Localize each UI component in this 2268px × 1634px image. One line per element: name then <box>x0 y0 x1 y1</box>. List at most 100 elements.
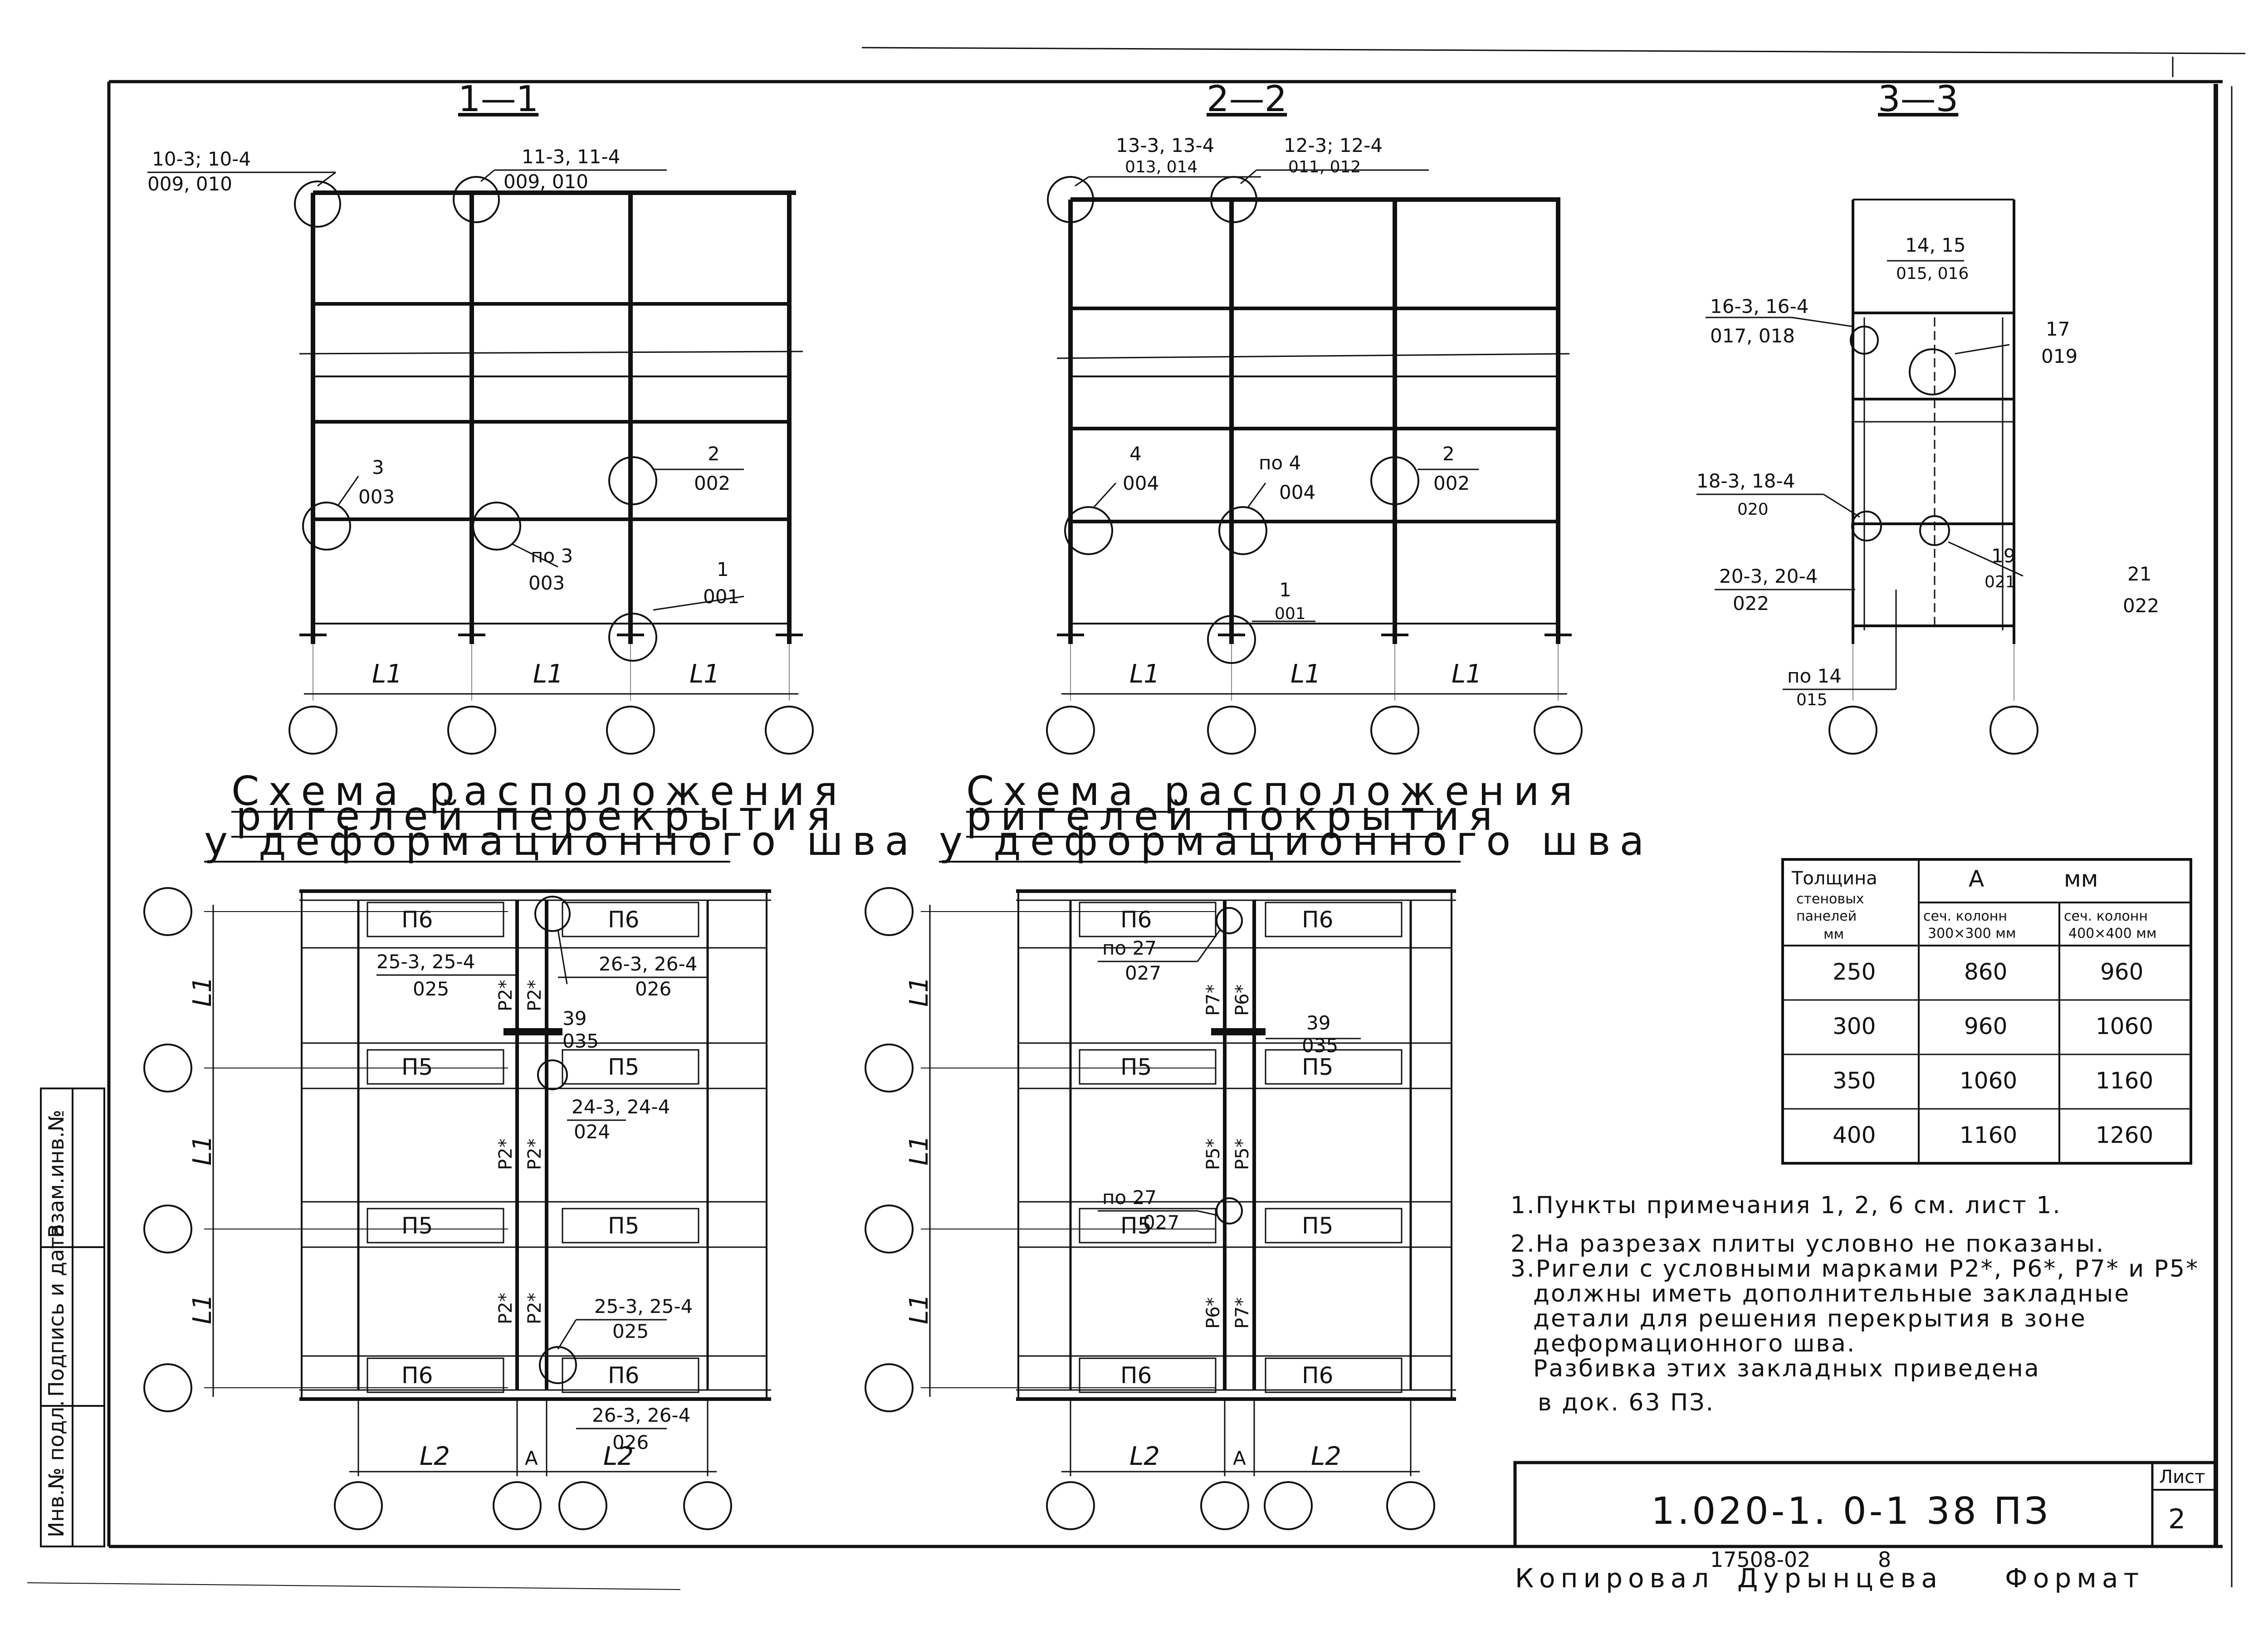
s22-callout-5-num: 2 <box>1442 443 1455 465</box>
s11-callout-3-num: 3 <box>372 456 384 478</box>
floor-mark-right-2: Р2* <box>524 1138 545 1170</box>
floor-plan-lines <box>143 811 771 1530</box>
s33-callout-6-den: 022 <box>1733 592 1769 615</box>
roof-span-h-a: А <box>1233 1447 1246 1469</box>
table-cell-r4-c1: 400 <box>1833 1122 1876 1148</box>
footer: 17508-02 8 Копировал Дурынцева Формат <box>1515 1547 2139 1594</box>
s11-callout-6-num: 1 <box>717 558 729 580</box>
floor-mark-right-3: Р2* <box>524 1293 545 1324</box>
floor-panel-p6-left-bottom: П6 <box>401 1362 433 1389</box>
table-grid <box>1781 858 2192 1165</box>
table-cell-r2-c3: 1060 <box>2096 1013 2153 1039</box>
note-8: в док. 63 ПЗ. <box>1538 1389 1715 1416</box>
s22-span-3: L1 <box>1452 659 1482 689</box>
floor-callout-2-num: 26-3, 26-4 <box>599 953 697 975</box>
s11-callout-4-num: по 3 <box>531 545 573 567</box>
floor-heading-1: Схема расположения <box>231 768 847 815</box>
s22-callout-1-den: 013, 014 <box>1125 158 1198 176</box>
floor-span-h-2: L2 <box>603 1442 634 1471</box>
s11-callout-5-den: 002 <box>694 472 730 494</box>
note-7: Разбивка этих закладных приведена <box>1533 1355 2040 1382</box>
s33-callout-6-num: 20-3, 20-4 <box>1719 565 1818 587</box>
s11-callout-2-num: 11-3, 11-4 <box>522 146 620 168</box>
roof-mark-left-2: Р5* <box>1203 1138 1224 1170</box>
floor-callout-6-num: 26-3, 26-4 <box>592 1404 690 1426</box>
section-1-1: 1—1 <box>147 79 814 755</box>
footer-order-sheet: 8 <box>1878 1547 1891 1572</box>
roof-mark-right-3: Р7* <box>1232 1297 1253 1329</box>
floor-heading-3: у деформационного шва <box>204 818 918 864</box>
floor-panel-p5-left-1: П5 <box>401 1054 433 1080</box>
left-stamp <box>40 1088 105 1547</box>
table-sub-col1-1: сеч. колонн <box>1923 908 2007 924</box>
s33-callout-8-num: по 14 <box>1787 665 1842 687</box>
roof-mark-right-1: Р6* <box>1232 984 1253 1016</box>
floor-callout-4-num: 24-3, 24-4 <box>572 1096 670 1118</box>
floor-callout-3-den: 035 <box>562 1030 599 1052</box>
s11-callout-6-den: 001 <box>703 585 739 608</box>
stamp-inv: Инв.№ подл. <box>44 1400 68 1537</box>
floor-callout-6-den: 026 <box>612 1431 649 1454</box>
table-head-unit: мм <box>2064 866 2098 892</box>
roof-heading-2: ригелей покрытия <box>966 793 1501 839</box>
s33-callout-3-den: 019 <box>2041 345 2077 367</box>
roof-plan-lines <box>865 811 1461 1530</box>
section-2-2-title: 2—2 <box>1207 79 1287 120</box>
s33-callout-7-den: 022 <box>2123 595 2159 617</box>
s33-callout-4-den: 020 <box>1737 500 1769 519</box>
s11-span-3: L1 <box>689 659 720 689</box>
s11-callout-4-den: 003 <box>528 572 565 594</box>
floor-callout-5-num: 25-3, 25-4 <box>594 1295 693 1317</box>
s11-span-1: L1 <box>372 659 402 689</box>
footer-copied-name: Дурынцева <box>1737 1563 1943 1594</box>
roof-span-h-2: L2 <box>1311 1442 1341 1471</box>
sheet-frame <box>27 47 2246 1590</box>
roof-panel-p6-right-top: П6 <box>1302 907 1333 933</box>
floor-callout-2-den: 026 <box>635 978 671 1000</box>
floor-panel-p6-left-top: П6 <box>401 907 433 933</box>
roof-panel-p6-right-bottom: П6 <box>1302 1362 1333 1389</box>
table-cell-r2-c1: 300 <box>1833 1013 1876 1039</box>
s33-callout-5-den: 021 <box>1984 573 2016 591</box>
title-block: 1.020-1. 0-1 38 ПЗ Лист 2 <box>1513 1461 2218 1548</box>
roof-heading-1: Схема расположения <box>966 768 1582 815</box>
floor-mark-left-2: Р2* <box>495 1138 516 1170</box>
roof-span-v-1: L1 <box>904 976 934 1007</box>
s11-callout-3-den: 003 <box>358 486 395 508</box>
sheet-number: 2 <box>2168 1503 2185 1535</box>
table-cell-r3-c2: 1060 <box>1960 1068 2017 1094</box>
table-head-thickness-3: панелей <box>1796 908 1857 924</box>
table-cell-r4-c2: 1160 <box>1960 1122 2017 1148</box>
s33-callout-5-num: 19 <box>1991 545 2015 567</box>
floor-panel-p5-right-2: П5 <box>608 1213 639 1239</box>
s22-callout-4-num: по 4 <box>1259 452 1301 474</box>
roof-mark-left-1: Р7* <box>1203 984 1224 1016</box>
s22-callout-3-den: 004 <box>1123 472 1159 494</box>
floor-span-h-1: L2 <box>420 1442 450 1471</box>
section-3-3-title: 3—3 <box>1878 79 1958 120</box>
note-1: 1.Пункты примечания 1, 2, 6 см. лист 1. <box>1510 1192 2062 1219</box>
s11-callout-5-num: 2 <box>708 443 720 465</box>
roof-span-h-1: L2 <box>1129 1442 1160 1471</box>
floor-mark-left-3: Р2* <box>495 1293 516 1324</box>
roof-callout-1-den: 027 <box>1125 962 1161 984</box>
roof-callout-3-den: 027 <box>1143 1211 1179 1234</box>
section-2-2-frame <box>1046 169 1583 755</box>
s33-callout-3-num: 17 <box>2046 318 2070 340</box>
table-cell-r1-c2: 860 <box>1964 959 2007 985</box>
roof-mark-left-3: Р6* <box>1203 1297 1224 1329</box>
floor-heading-2: ригелей перекрытия <box>236 793 840 839</box>
roof-panel-p6-left-bottom: П6 <box>1120 1362 1152 1389</box>
floor-callout-4-den: 024 <box>574 1121 610 1143</box>
s22-callout-2-num: 12-3; 12-4 <box>1284 134 1383 156</box>
note-4: должны иметь дополнительные закладные <box>1533 1280 2130 1307</box>
s33-callout-8-den: 015 <box>1796 691 1828 709</box>
floor-panel-p6-right-top: П6 <box>608 907 639 933</box>
s33-callout-2-den: 017, 018 <box>1710 325 1795 347</box>
s22-callout-5-den: 002 <box>1433 472 1470 494</box>
stamp-replace: Взам.инв.№ <box>44 1110 68 1238</box>
roof-span-v-2: L1 <box>904 1135 934 1166</box>
s33-callout-4-num: 18-3, 18-4 <box>1696 470 1795 492</box>
floor-span-v-1: L1 <box>188 976 217 1007</box>
roof-callout-2-num: 39 <box>1306 1012 1330 1034</box>
